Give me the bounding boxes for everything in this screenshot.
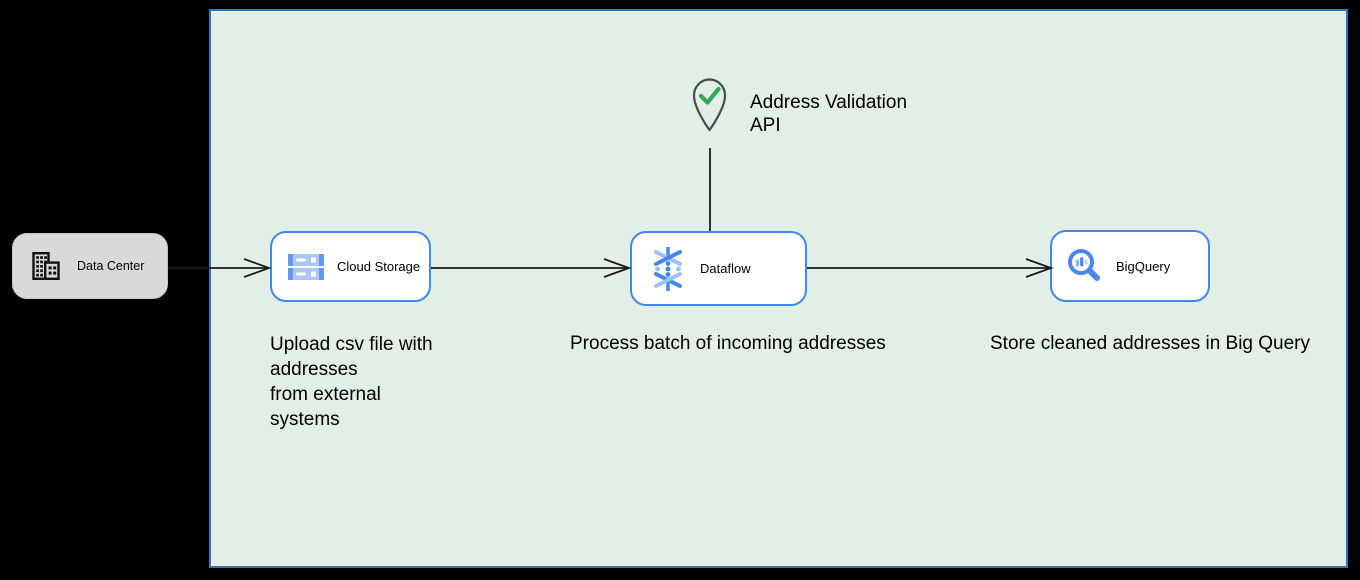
node-label: BigQuery (1116, 258, 1171, 274)
building-icon (32, 252, 60, 281)
cloud-storage-icon (288, 253, 324, 280)
validation-api-label: Address Validation API (750, 91, 907, 137)
upload-note-line2: addresses (270, 359, 358, 380)
process-note: Process batch of incoming addresses (570, 333, 886, 354)
node-cloud-storage: Cloud Storage (270, 231, 431, 302)
node-dataflow: Dataflow (630, 231, 807, 306)
validation-api-label-line2: API (750, 115, 781, 136)
upload-note: Upload csv file with addresses from exte… (270, 332, 433, 432)
dataflow-icon (654, 246, 682, 291)
bigquery-icon (1068, 249, 1100, 281)
validation-api-label-line1: Address Validation (750, 92, 908, 113)
store-note: Store cleaned addresses in Big Query (990, 333, 1311, 354)
node-bigquery: BigQuery (1050, 230, 1210, 302)
location-pin-check-icon (687, 76, 732, 133)
node-label: Dataflow (700, 261, 751, 276)
upload-note-line1: Upload csv file with (270, 334, 433, 355)
upload-note-line4: systems (270, 409, 340, 430)
upload-note-line3: from external (270, 384, 381, 405)
node-label: Data Center (77, 259, 145, 273)
node-data-center: Data Center (12, 233, 168, 299)
node-label: Cloud Storage (337, 259, 421, 274)
pin-outline (692, 78, 727, 132)
check-mark (698, 86, 721, 105)
